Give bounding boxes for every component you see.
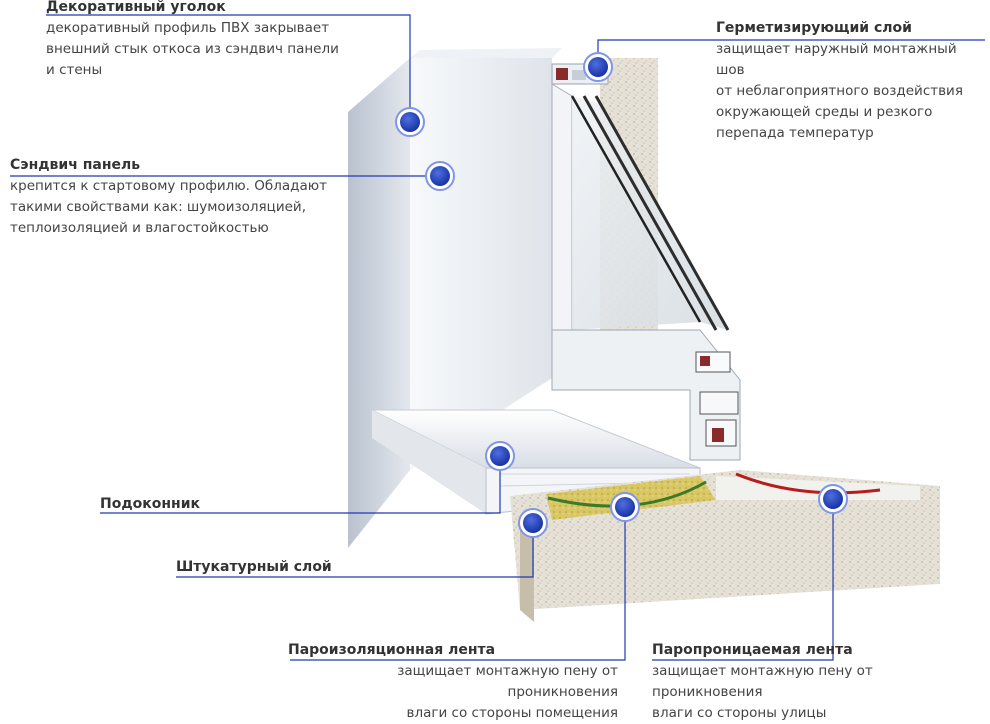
callout-title: Пароизоляционная лента: [288, 642, 496, 658]
marker-dot-plaster-layer: [523, 513, 543, 533]
callout-title: Паропроницаемая лента: [652, 642, 853, 658]
top-slope: [410, 48, 562, 58]
marker-dot-sealing-layer: [588, 57, 608, 77]
callout-plaster-layer: Штукатурный слой: [176, 557, 332, 578]
leader-line-vapor-barrier: [290, 507, 626, 661]
callout-text: декоративный профиль ПВХ закрывает внешн…: [46, 20, 339, 78]
callout-text: защищает наружный монтажный шов от небла…: [716, 41, 963, 141]
marker-dot-sandwich-panel: [430, 166, 450, 186]
callout-vapor-barrier: Пароизоляционная лента защищает монтажну…: [288, 640, 618, 724]
leader-line-windowsill: [100, 456, 501, 514]
marker-dot-windowsill: [490, 446, 510, 466]
leader-line-decor-corner: [46, 14, 411, 122]
window-frame: [551, 63, 741, 461]
callout-sealing-layer: Герметизирующий слой защищает наружный м…: [716, 18, 986, 144]
callout-text: защищает монтажную пену от проникновения…: [397, 663, 618, 721]
callout-title: Сэндвич панель: [10, 157, 141, 173]
callout-title: Штукатурный слой: [176, 559, 332, 575]
callout-title: Декоративный уголок: [46, 0, 226, 15]
leader-line-vapor-permeable: [652, 499, 834, 661]
sandwich-panel-slope: [410, 58, 552, 470]
callout-decor-corner: Декоративный уголок декоративный профиль…: [46, 0, 406, 81]
leader-line-plaster-layer: [176, 523, 534, 578]
callout-text: крепится к стартовому профилю. Обладают …: [10, 178, 327, 236]
marker-dot-vapor-permeable: [823, 489, 843, 509]
callout-windowsill: Подоконник: [100, 494, 200, 515]
callout-sandwich-panel: Сэндвич панель крепится к стартовому про…: [10, 155, 370, 239]
marker-dot-decor-corner: [400, 112, 420, 132]
marker-dot-vapor-barrier: [615, 497, 635, 517]
callout-title: Герметизирующий слой: [716, 20, 912, 36]
callout-vapor-permeable: Паропроницаемая лента защищает монтажную…: [652, 640, 982, 724]
callout-title: Подоконник: [100, 496, 201, 512]
callout-text: защищает монтажную пену от проникновения…: [652, 663, 873, 721]
callout-leaders: [10, 14, 985, 661]
window-installation-diagram: Декоративный уголок декоративный профиль…: [10, 0, 986, 721]
